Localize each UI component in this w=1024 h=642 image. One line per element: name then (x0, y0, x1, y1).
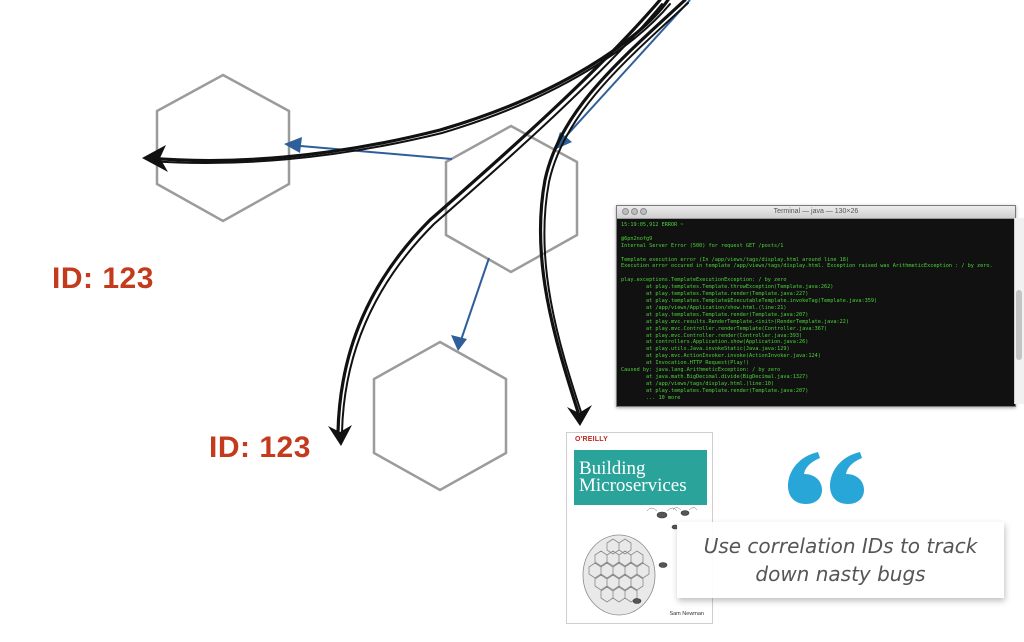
terminal-line: Execution error occured in template /app… (621, 263, 993, 270)
book-title-band: Building Microservices DESIGNING FINE-GR… (574, 450, 707, 513)
terminal-line: Caused by: java.lang.ArithmeticException… (621, 367, 781, 374)
terminal-line: Internal Server Error (500) for request … (621, 242, 784, 249)
black-correlation-arrows (146, 0, 689, 434)
terminal-line: at java.math.BigDecimal.divide(BigDecima… (621, 373, 809, 380)
blue-arrowhead-service-c (451, 335, 467, 351)
terminal-line (621, 229, 1011, 236)
terminal-line: play.exceptions.TemplateExecutionExcepti… (621, 277, 787, 284)
book-title-line-2: Microservices (579, 475, 687, 496)
book-title: Building Microservices (579, 458, 687, 496)
terminal-line: at /app/views/tags/display.html.(line:10… (621, 380, 775, 387)
terminal-line: at play.templates.Template.render(Templa… (621, 291, 809, 298)
terminal-window[interactable]: Terminal — java — 130×26 15:19:05,912 ER… (616, 205, 1016, 407)
blue-arrowhead-service-a (284, 137, 302, 153)
terminal-line: at play.mvc.Controller.renderTemplate(Co… (621, 325, 828, 332)
terminal-line: at play.templates.Template.render(Templa… (621, 311, 809, 318)
terminal-line (621, 270, 1011, 277)
minimize-window-icon[interactable] (631, 208, 638, 215)
hexagon-service-a (155, 73, 291, 223)
terminal-line: at play.templates.Template.render(Templa… (621, 387, 809, 394)
hexagon-service-b (444, 124, 579, 274)
close-window-icon[interactable] (622, 208, 629, 215)
blue-arrow-to-service-a (286, 141, 453, 160)
book-publisher: O'REILLY (575, 436, 608, 443)
terminal-line: Template execution error (In /app/views/… (621, 256, 849, 263)
hexagon-service-c (372, 340, 508, 492)
book-subtitle: DESIGNING FINE-GRAINED SYSTEMS (579, 509, 653, 513)
blue-arrow-to-service-c (459, 257, 490, 344)
black-arrowhead-service-a (142, 145, 168, 172)
terminal-line: at play.templates.Template.throwExceptio… (621, 284, 834, 291)
terminal-line: at play.mvc.ActionInvoker.invoke(ActionI… (621, 353, 821, 360)
terminal-line: at play.utils.Java.invokeStatic(Java.jav… (621, 346, 790, 353)
terminal-line: @6pn2nofg9 (621, 235, 653, 242)
zoom-window-icon[interactable] (640, 208, 647, 215)
terminal-line: at play.mvc.results.RenderTemplate.<init… (621, 318, 849, 325)
quote-box: Use correlation IDs to track down nasty … (677, 522, 1004, 598)
terminal-line: at play.mvc.Controller.render(Controller… (621, 332, 803, 339)
terminal-titlebar[interactable]: Terminal — java — 130×26 (617, 206, 1015, 219)
terminal-line (621, 250, 1011, 257)
terminal-line: at Invocation.HTTP Request(Play!) (621, 360, 750, 367)
honeycomb-bee-illustration (582, 507, 698, 616)
terminal-scrollbar-thumb[interactable] (1016, 290, 1022, 360)
correlation-id-label: ID: 123 (52, 262, 154, 295)
terminal-line: at /app/views/Application/show.html.(lin… (621, 304, 787, 311)
book-title-line-1: Building (579, 458, 646, 479)
quote-icon (788, 452, 864, 504)
quote-text: Use correlation IDs to track down nasty … (703, 534, 978, 586)
terminal-line: ... 10 more (621, 394, 681, 401)
black-arrowhead-book (567, 405, 592, 426)
blue-arrow-to-service-b (557, 0, 691, 146)
terminal-line: 15:19:05,912 ERROR ~ (621, 222, 684, 228)
terminal-title: Terminal — java — 130×26 (773, 208, 859, 215)
terminal-line: at play.templates.Template$ExecutableTem… (621, 297, 878, 304)
terminal-line: at controllers.Application.show(Applicat… (621, 339, 809, 346)
black-arrowhead-id-label (328, 425, 352, 446)
book-author: Sam Newman (669, 611, 704, 617)
correlation-id-label: ID: 123 (209, 431, 311, 464)
